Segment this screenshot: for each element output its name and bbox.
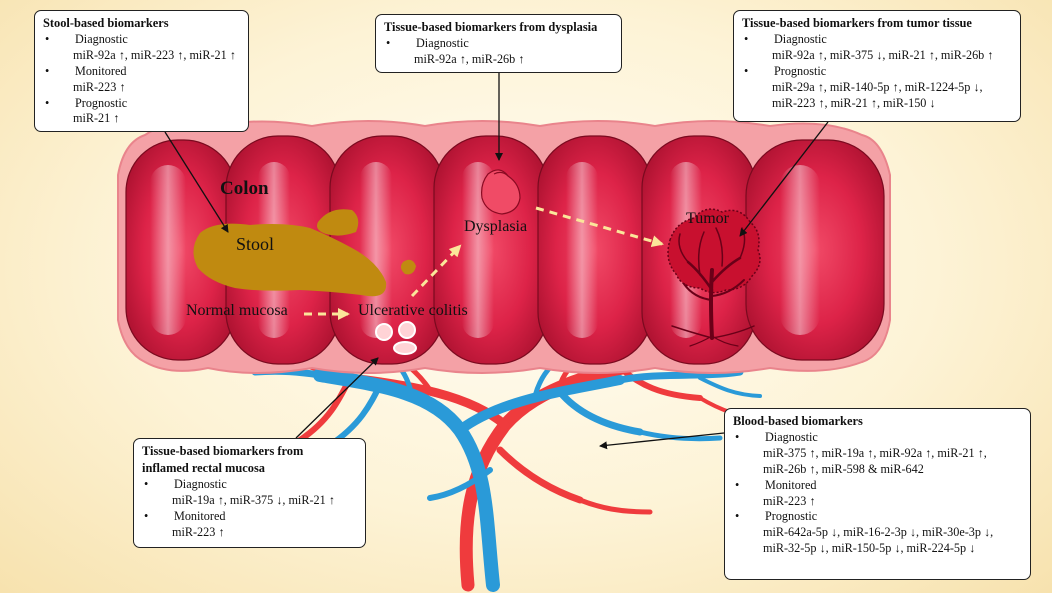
- group-values: miR-21 ↑: [73, 111, 120, 126]
- group-values: miR-32-5p ↓, miR-150-5p ↓, miR-224-5p ↓: [763, 541, 976, 556]
- group-label: Prognostic: [774, 63, 827, 78]
- rectal-mucosa-biomarkers-box: Tissue-based biomarkers from inflamed re…: [133, 438, 366, 548]
- colon: [117, 120, 891, 374]
- group-label: Diagnostic: [416, 36, 469, 51]
- group-values: miR-19a ↑, miR-375 ↓, miR-21 ↑: [172, 493, 335, 508]
- pointer-arrows: [164, 73, 829, 450]
- group-values: miR-223 ↑: [763, 493, 816, 508]
- group-label: Diagnostic: [75, 32, 128, 47]
- dysplasia-biomarkers-box: Tissue-based biomarkers from dysplasia •…: [375, 14, 622, 73]
- tumor-biomarkers-box: Tissue-based biomarkers from tumor tissu…: [733, 10, 1021, 122]
- pointer-rectal: [295, 357, 379, 439]
- group-label: Monitored: [174, 508, 226, 523]
- group-label: Diagnostic: [774, 32, 827, 47]
- label-stool: Stool: [236, 234, 275, 254]
- group-label: Prognostic: [765, 509, 818, 524]
- group-label: Monitored: [765, 477, 817, 492]
- box-title: Tissue-based biomarkers from dysplasia: [384, 20, 598, 34]
- stool-blob: [193, 209, 416, 297]
- group-values: miR-223 ↑, miR-21 ↑, miR-150 ↓: [772, 95, 936, 110]
- group-label: Diagnostic: [174, 477, 227, 492]
- group-values: miR-223 ↑: [73, 79, 126, 94]
- group-label: Diagnostic: [765, 430, 818, 445]
- group-label: Prognostic: [75, 95, 128, 110]
- label-colon: Colon: [220, 178, 269, 199]
- dysplasia-polyp: [481, 169, 521, 215]
- progression-arrows: [304, 206, 664, 320]
- blood-biomarkers-box: Blood-based biomarkers •Diagnostic miR-3…: [724, 408, 1031, 580]
- pointer-stool: [164, 131, 229, 233]
- box-title: Stool-based biomarkers: [43, 16, 169, 30]
- group-values: miR-223 ↑: [172, 524, 225, 539]
- box-title-line-2: inflamed rectal mucosa: [142, 461, 265, 476]
- stool-biomarkers-box: Stool-based biomarkers •Diagnostic miR-9…: [34, 10, 249, 132]
- group-values: miR-92a ↑, miR-26b ↑: [414, 51, 525, 66]
- pointer-tumor: [739, 121, 829, 237]
- pointer-blood: [599, 432, 725, 450]
- box-title: Tissue-based biomarkers from tumor tissu…: [742, 16, 972, 30]
- group-values: miR-642a-5p ↓, miR-16-2-3p ↓, miR-30e-3p…: [763, 525, 994, 540]
- label-normal-mucosa: Normal mucosa: [186, 302, 288, 319]
- ulcer-spots: [375, 321, 417, 355]
- arrow-dysplasia-to-tumor: [535, 206, 664, 248]
- group-label: Monitored: [75, 63, 127, 78]
- label-ulcerative-colitis: Ulcerative colitis: [358, 302, 468, 319]
- arrow-colitis-to-dysplasia: [410, 244, 462, 298]
- group-values: miR-26b ↑, miR-598 & miR-642: [763, 461, 924, 476]
- label-tumor: Tumor: [686, 210, 729, 227]
- group-values: miR-92a ↑, miR-375 ↓, miR-21 ↑, miR-26b …: [772, 47, 994, 62]
- group-values: miR-29a ↑, miR-140-5p ↑, miR-1224-5p ↓,: [772, 79, 983, 94]
- label-dysplasia: Dysplasia: [464, 218, 528, 235]
- tumor-growth: [667, 208, 761, 347]
- group-values: miR-92a ↑, miR-223 ↑, miR-21 ↑: [73, 47, 236, 62]
- box-title: Tissue-based biomarkers from: [142, 444, 304, 458]
- box-title: Blood-based biomarkers: [733, 414, 863, 428]
- group-values: miR-375 ↑, miR-19a ↑, miR-92a ↑, miR-21 …: [763, 445, 987, 460]
